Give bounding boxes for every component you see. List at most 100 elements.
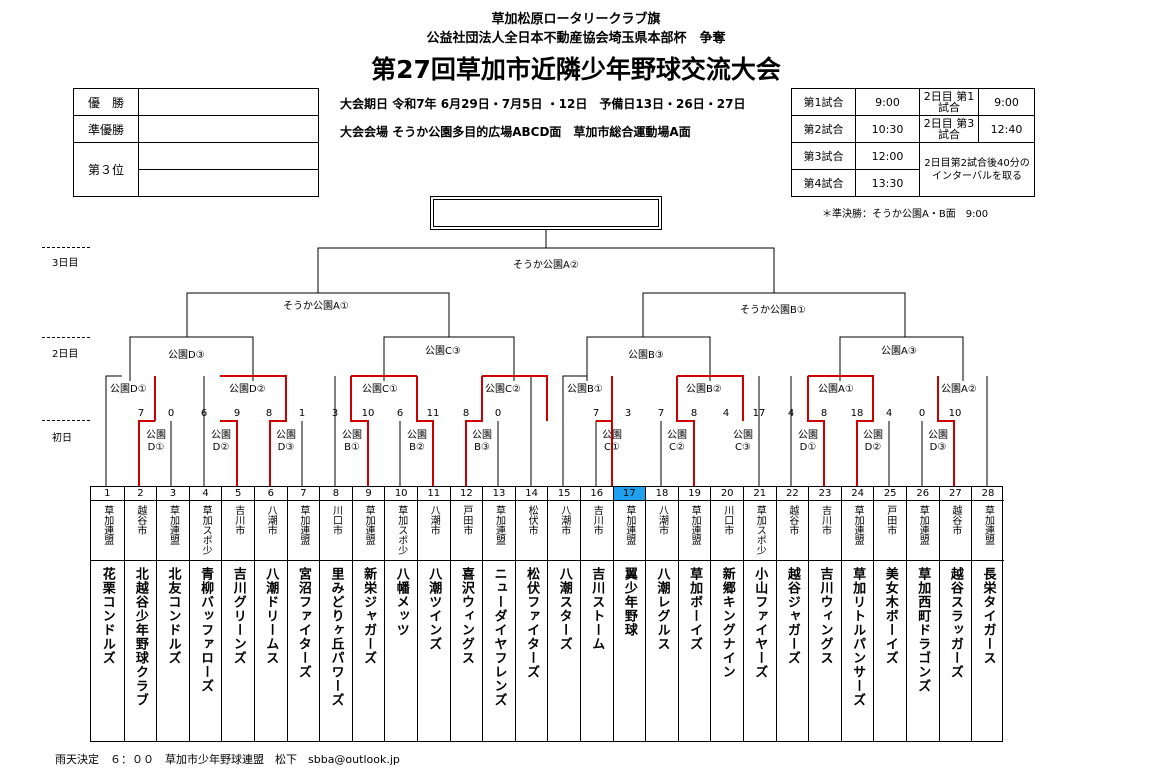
g1-label: 第1試合 (791, 88, 856, 116)
day2-label: 2日目 (52, 349, 79, 360)
team-name-text: 越谷ジャガーズ (784, 567, 800, 665)
team-name: 越谷スラッガーズ (940, 561, 972, 679)
team-city-text: 八潮市 (428, 505, 440, 535)
team-name: 北越谷少年野球クラブ (125, 561, 157, 707)
team-number: 2 (124, 487, 157, 501)
team-city-text: 草加連盟 (917, 505, 929, 545)
venue-first-round: 公園D② (863, 430, 883, 453)
team-city-text: 草加連盟 (689, 505, 701, 545)
team-name: 美女木ボーイズ (874, 561, 906, 665)
team-name: 吉川ストーム (581, 561, 613, 651)
score: 10 (361, 408, 375, 419)
team-number: 9 (352, 487, 385, 501)
team-name-text: 小山ファイヤーズ (752, 567, 768, 679)
venue-first-round: 公園C① (602, 430, 622, 453)
team-name: 草加西町ドラゴンズ (907, 561, 939, 693)
team-name: 長栄タイガース (972, 561, 1004, 665)
team-name: 吉川グリーンズ (222, 561, 254, 665)
score: 7 (137, 408, 145, 419)
team-city-text: 吉川市 (819, 505, 831, 535)
bracket-red-lines (138, 375, 955, 486)
team-name: 草加リトルパンサーズ (842, 561, 874, 707)
team-city: 吉川市 (222, 501, 254, 561)
g4-label: 第4試合 (791, 169, 856, 197)
team-city-text: 草加連盟 (297, 505, 309, 545)
team-name-text: 草加西町ドラゴンズ (915, 567, 931, 693)
team-city-text: 越谷市 (134, 505, 146, 535)
team-number: 16 (581, 487, 613, 501)
team-name-text: 吉川ストーム (589, 567, 605, 651)
team-city-text: 草加連盟 (363, 505, 375, 545)
team-number: 22 (776, 487, 809, 501)
score: 4 (885, 408, 893, 419)
team-number: 23 (809, 487, 841, 501)
team-city-text: 戸田市 (884, 505, 896, 535)
venue-r4: 公園C② (485, 384, 521, 395)
team-number: 10 (385, 487, 417, 501)
interval-note: 2日目第2試合後40分のインターバルを取る (919, 142, 1035, 197)
team-name-text: 草加リトルパンサーズ (850, 567, 866, 707)
team-number: 5 (222, 487, 254, 501)
team-city: 草加連盟 (483, 501, 515, 561)
g3-time: 12:00 (855, 142, 920, 170)
team-name-text: 八潮ツインズ (426, 567, 442, 651)
venue-q1: 公園D③ (168, 350, 205, 361)
team-city: 川口市 (711, 501, 743, 561)
team-name-text: 八潮ドリームス (263, 567, 279, 665)
page-title: 第27回草加市近隣少年野球交流大会 (371, 55, 781, 84)
team-name: 八潮ドリームス (255, 561, 287, 665)
team-name-text: 翼少年野球 (621, 567, 637, 637)
winner-third-label: 第３位 (73, 142, 139, 197)
team-column: 2 越谷市北越谷少年野球クラブ (123, 487, 157, 741)
team-name-text: 越谷スラッガーズ (947, 567, 963, 679)
team-city-text: 草加連盟 (493, 505, 505, 545)
team-number: 24 (841, 487, 874, 501)
team-city-text: 越谷市 (949, 505, 961, 535)
venue-first-round: 公園C③ (733, 430, 753, 453)
team-name: 青柳バッファローズ (190, 561, 222, 693)
score: 8 (690, 408, 698, 419)
team-city-text: 戸田市 (460, 505, 472, 535)
g1-time: 9:00 (855, 88, 920, 116)
team-city: 越谷市 (776, 501, 809, 561)
venue-value: そうか公園多目的広場ABCD面 草加市総合運動場A面 (392, 125, 691, 139)
venue-r6: 公園B② (686, 384, 722, 395)
venue-r7: 公園A① (818, 384, 854, 395)
semi-note: ＊準決勝：そうか公園A・B面 9:00 (822, 209, 989, 220)
champion-box (430, 196, 662, 230)
team-city: 吉川市 (581, 501, 613, 561)
team-name-text: 喜沢ウィングス (458, 567, 474, 665)
team-number: 15 (548, 487, 580, 501)
team-name-text: ニューダイヤフレンズ (491, 567, 507, 707)
team-name-text: 吉川グリーンズ (230, 567, 246, 665)
score: 7 (657, 408, 665, 419)
venue-label: 大会会場 (340, 125, 389, 139)
score: 4 (722, 408, 730, 419)
team-city: 草加連盟 (678, 501, 711, 561)
team-name: 八幡メッツ (385, 561, 417, 637)
day1-label: 初日 (52, 433, 72, 444)
score: 17 (752, 408, 766, 419)
venue-semi-right: そうか公園B① (740, 305, 806, 316)
d2g3-time: 12:40 (978, 115, 1035, 143)
team-name-text: 宮沼ファイターズ (295, 567, 311, 679)
d2g1-time: 9:00 (978, 88, 1035, 116)
team-city-text: 川口市 (330, 505, 342, 535)
team-city: 八潮市 (548, 501, 580, 561)
team-number: 14 (515, 487, 548, 501)
team-name-text: 吉川ウィングス (817, 567, 833, 665)
team-city-text: 八潮市 (265, 505, 277, 535)
venue-row: 大会会場 そうか公園多目的広場ABCD面 草加市総合運動場A面 (340, 123, 691, 140)
champion-box-inner (433, 199, 659, 227)
team-column: 23 吉川市吉川ウィングス (808, 487, 841, 741)
